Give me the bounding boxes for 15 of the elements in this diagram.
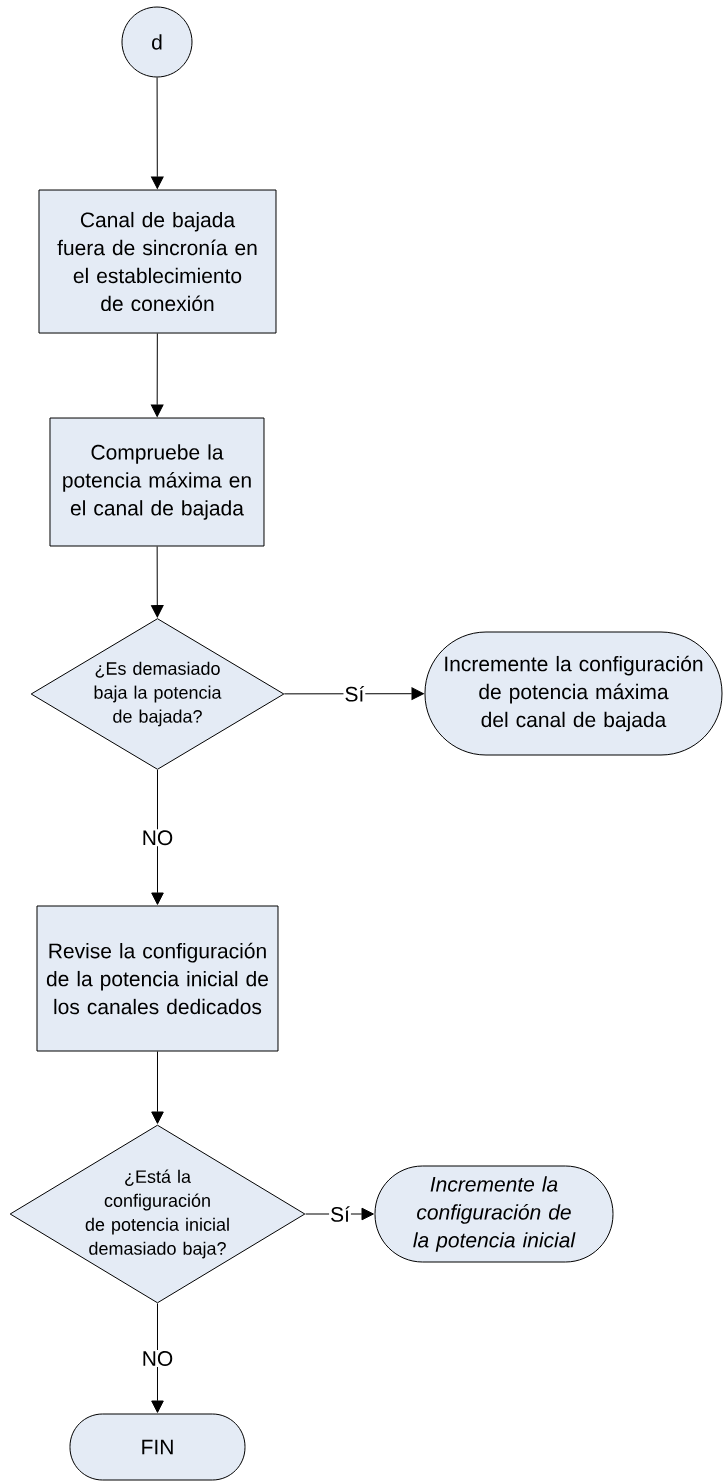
edge-label: NO xyxy=(140,1350,175,1367)
arrow xyxy=(305,1207,374,1221)
edge-label: Sí xyxy=(343,684,366,703)
arrow xyxy=(151,769,164,905)
process-box: Canal de bajada fuera de sincronía en el establecimiento de conexión xyxy=(38,189,277,334)
arrow xyxy=(283,687,424,700)
arrow xyxy=(151,546,164,618)
arrow xyxy=(150,333,164,417)
arrow xyxy=(151,77,164,189)
arrow xyxy=(151,1303,164,1413)
process-box: Compruebe la potencia máxima en el canal de bajada xyxy=(49,417,265,547)
edge-label: NO xyxy=(140,829,175,847)
edge-label: Sí xyxy=(329,1205,351,1223)
process-box: Revise la configuración de la potencia inicial de los canales dedicados xyxy=(36,905,279,1052)
arrow xyxy=(151,1051,164,1124)
